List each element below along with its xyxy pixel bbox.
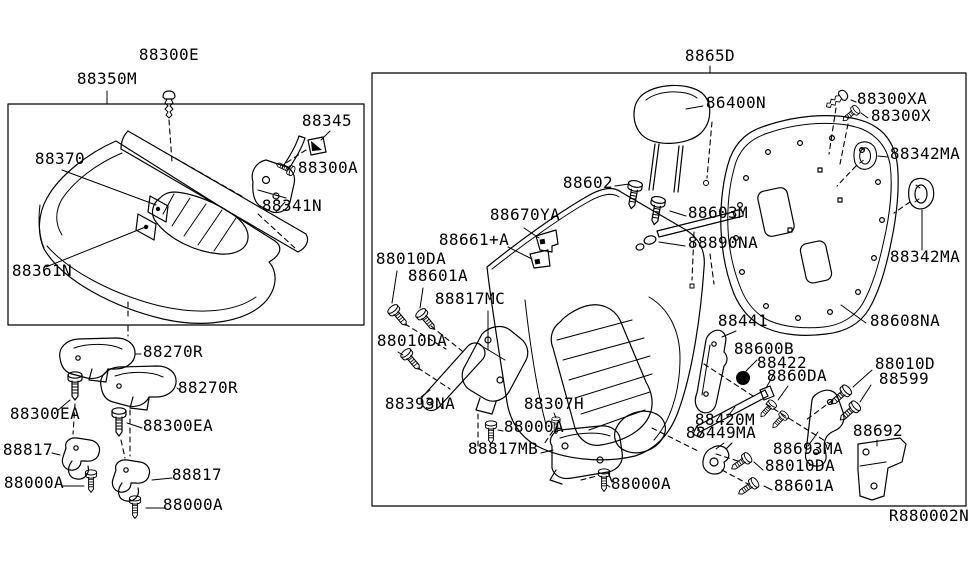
cushion-box-frame [7,103,365,326]
part-label-88817MC: 88817MC [435,289,505,308]
part-label-88370: 88370 [35,149,85,168]
part-label-88601A-2: 88601A [774,476,834,495]
part-label-88420M: 88420M [695,410,755,429]
part-label-88599: 88599 [879,369,929,388]
headrest-drawing [633,84,711,193]
pivot-bracket-drawing [694,329,737,414]
part-label-88300A: 88300A [298,158,358,177]
part-label-88342MA-2: 88342MA [890,247,960,266]
part-label-88449MA: 88449MA [686,423,756,442]
wire-flag-icons [507,227,559,269]
part-label-88300X: 88300X [871,106,931,125]
bolt-icon [727,450,754,474]
part-label-88341N: 88341N [262,196,322,215]
bolt-icon [111,407,127,437]
cover-bracket-icon [100,365,177,411]
hook-bracket-drawing [702,442,733,475]
part-label-88670YA: 88670YA [490,205,560,224]
part-label-88000A-2: 88000A [163,495,223,514]
nut-icon [736,371,750,385]
part-label-88345: 88345 [302,111,352,130]
part-label-8860DA: 8860DA [767,366,827,385]
cover-bracket-icon [59,337,136,383]
part-label-88270R-2: 88270R [178,378,238,397]
floor-bracket-drawing [540,425,623,485]
part-label-88393NA: 88393NA [385,394,455,413]
part-label-88010DA: 88010DA [376,249,446,268]
part-label-88342MA: 88342MA [890,144,960,163]
part-label-88817MB: 88817MB [468,439,538,458]
bolt-icon [646,194,667,227]
seat-cushion-assembly-drawing [7,90,365,519]
seat-cushion-drawing [38,140,281,324]
clamp-bracket-icon [61,437,101,480]
part-label-88000A: 88000A [4,473,64,492]
part-label-88361N: 88361N [12,261,72,280]
part-label-88350M: 88350M [77,69,137,88]
part-label-88601A: 88601A [408,266,468,285]
grommet-icon [853,141,878,170]
bolt-icon [768,409,791,432]
side-bracket-drawing [857,437,907,501]
part-label-88890NA: 88890NA [688,233,758,252]
seat-back-drawing [486,187,705,461]
part-label-88300EA-2: 88300EA [143,416,213,435]
grommet-icon [908,177,935,210]
part-label-88422: 88422 [757,353,807,372]
part-label-88661A: 88661+A [439,230,509,249]
part-label-88010DA-2: 88010DA [377,331,447,350]
part-label-88692: 88692 [853,421,903,440]
drawing-ref: R880002N [889,506,969,525]
strap-bracket-drawing [420,342,486,412]
seatback-box-frame [371,72,967,507]
back-panel-drawing [720,115,899,336]
part-labels: 88300E 88350M 88370 88345 88300A 88341N … [3,45,969,525]
part-label-88602: 88602 [563,173,613,192]
part-label-88010DA-3: 88010DA [765,456,835,475]
part-label-88603M: 88603M [688,203,748,222]
part-label-88300XA: 88300XA [857,89,927,108]
part-label-86400N: 86400N [706,93,766,112]
part-label-88693MA: 88693MA [773,439,843,458]
part-label-88817: 88817 [3,440,53,459]
part-label-88300EA: 88300EA [10,404,80,423]
part-label-88000A-3: 88000A [504,417,564,436]
part-label-88817-2: 88817 [172,465,222,484]
cushion-side-tabs [45,169,169,268]
part-label-88300E: 88300E [139,45,199,64]
hinge-rod-drawing [635,209,744,285]
part-label-88307H: 88307H [524,394,584,413]
part-label-88441: 88441 [718,311,768,330]
clip-88422-drawing [759,371,776,401]
clamp-bracket-icon [111,459,151,502]
support-bar-drawing [692,389,769,438]
part-label-88010D: 88010D [875,354,935,373]
part-label-8865D: 8865D [685,46,735,65]
center-hinge-drawing [804,389,845,467]
part-label-88000A-4: 88000A [611,474,671,493]
part-label-88600B: 88600B [734,339,794,358]
seat-back-assembly-drawing [371,65,967,507]
part-label-88270R: 88270R [143,342,203,361]
part-label-88608NA: 88608NA [870,311,940,330]
hinge-bracket-drawing [461,310,529,415]
clip-88345-drawing [285,130,331,164]
